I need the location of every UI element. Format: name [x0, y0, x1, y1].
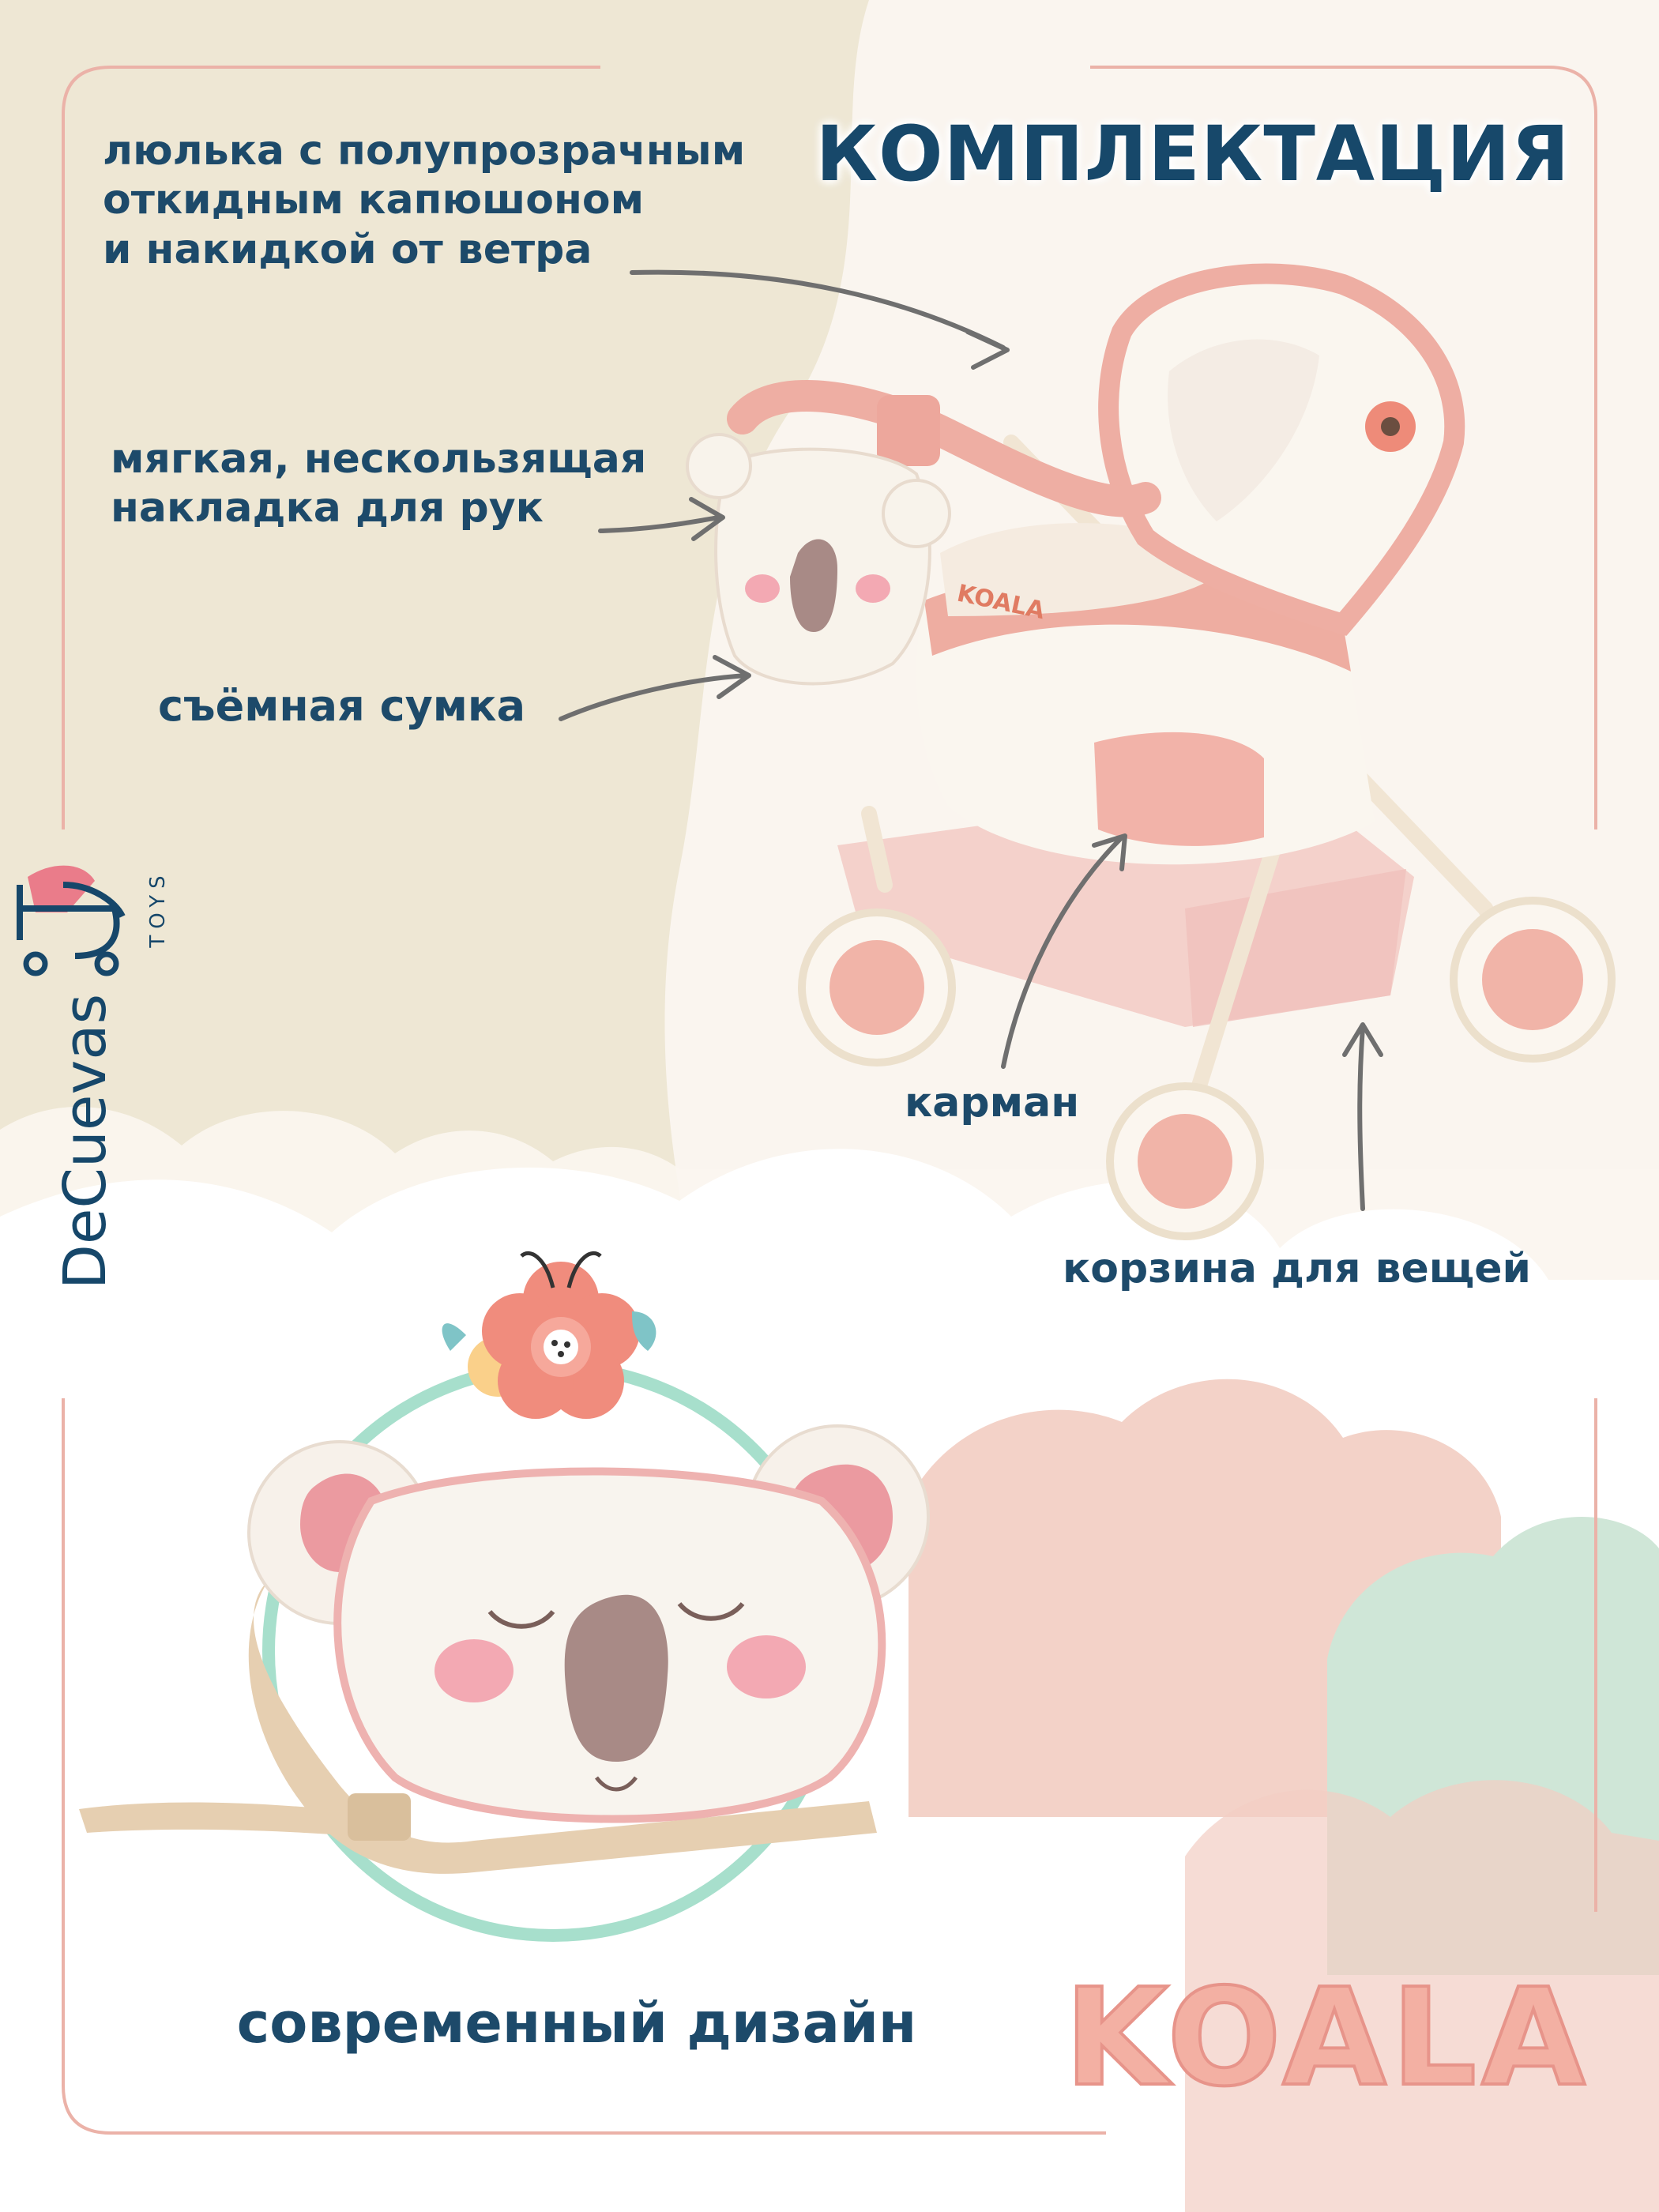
flower-icon: [442, 1251, 656, 1419]
brand-logo-icon: [17, 865, 126, 976]
koala-logo-word: KOALA: [1063, 1958, 1590, 2118]
brand-name: DeCuevas: [51, 993, 119, 1290]
callout-bag-label: съёмная сумка: [158, 681, 526, 731]
callout-bassinet-line-1: люлька с полупрозрачным: [103, 127, 746, 175]
callout-bassinet: люлька с полупрозрачным откидным капюшон…: [103, 126, 745, 274]
arrow-icon: [559, 269, 1383, 1211]
callout-basket: корзина для вещей: [1063, 1244, 1531, 1293]
cloud-pink-bottom: [1185, 1780, 1659, 2212]
callout-handle: мягкая, нескользящая накладка для рук: [111, 434, 646, 533]
callout-handle-line-2: накладка для рук: [111, 484, 544, 532]
koala-bag-icon: [79, 1424, 930, 1874]
design-caption: современный дизайн: [236, 1991, 917, 2056]
frame-lines: [62, 66, 1597, 2135]
callout-bag: съёмная сумка: [158, 681, 525, 732]
stroller-wheels: [798, 897, 1616, 1240]
callout-handle-line-1: мягкая, нескользящая: [111, 435, 647, 483]
callout-pocket: карман: [905, 1078, 1079, 1127]
callout-basket-label: корзина для вещей: [1063, 1245, 1531, 1292]
callout-pocket-label: карман: [905, 1079, 1080, 1127]
page-heading: КОМПЛЕКТАЦИЯ: [815, 110, 1571, 198]
callout-bassinet-line-3: и накидкой от ветра: [103, 225, 592, 273]
stroller-icon: KOALA: [686, 263, 1616, 1240]
brand-subtitle: TOYS: [146, 869, 170, 948]
callout-bassinet-line-2: откидным капюшоном: [103, 176, 645, 224]
